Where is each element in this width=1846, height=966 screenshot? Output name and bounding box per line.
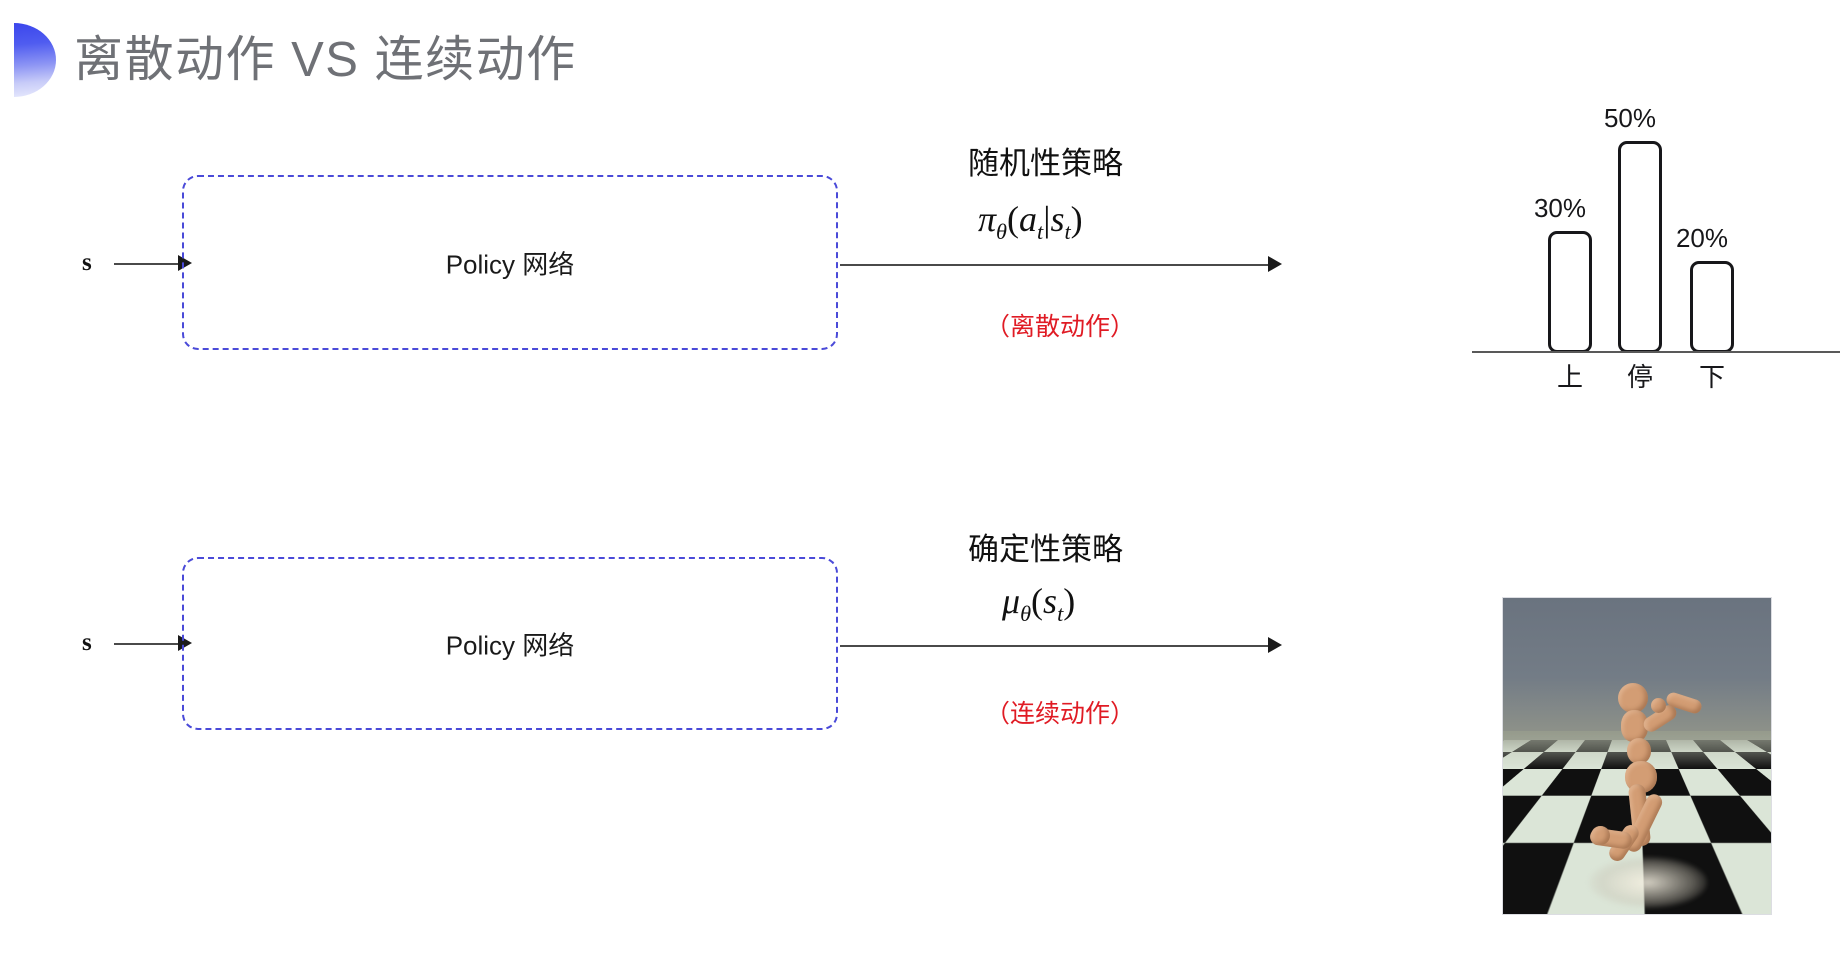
- mujoco-humanoid-render: [1502, 597, 1772, 915]
- output-arrow-line-continuous: [840, 645, 1276, 647]
- output-arrow-line-discrete: [840, 264, 1276, 266]
- bar-value-label-1: 50%: [1603, 103, 1657, 133]
- discrete-action-bar-chart: 30% 上 50% 停 20% 下: [1470, 95, 1840, 400]
- state-input-label-discrete: s: [82, 249, 92, 276]
- policy-formula-continuous: μθ(st): [1002, 580, 1075, 627]
- bar-1: [1618, 141, 1662, 353]
- humanoid-hand: [1651, 698, 1666, 713]
- formula-state-symbol: s: [1050, 199, 1065, 239]
- policy-network-label-discrete: Policy 网络: [445, 249, 575, 279]
- chart-baseline-axis: [1472, 351, 1840, 353]
- bar-0: [1548, 231, 1592, 353]
- formula-state-subscript-2: t: [1057, 601, 1064, 627]
- policy-formula-discrete: πθ(at|st): [978, 198, 1083, 245]
- formula-mu-symbol: μ: [1002, 581, 1021, 621]
- policy-network-box-discrete[interactable]: Policy 网络: [182, 175, 838, 350]
- bar-category-label-0: 上: [1556, 362, 1583, 392]
- formula-theta-subscript: θ: [996, 219, 1008, 245]
- bar-category-label-1: 停: [1626, 362, 1653, 392]
- bar-category-label-2: 下: [1698, 362, 1725, 392]
- bar-value-label-0: 30%: [1533, 193, 1587, 223]
- action-type-note-continuous: （连续动作）: [985, 700, 1136, 728]
- half-circle-gradient-icon: [14, 23, 56, 97]
- policy-network-box-continuous[interactable]: Policy 网络: [182, 557, 838, 730]
- formula-conditional-bar: |: [1043, 199, 1051, 239]
- policy-network-label-continuous: Policy 网络: [445, 630, 575, 660]
- output-arrow-head-discrete: [1268, 256, 1282, 272]
- action-type-note-discrete: （离散动作）: [985, 313, 1136, 341]
- formula-close-paren-2: ): [1063, 581, 1076, 621]
- input-arrow-line-discrete: [114, 263, 184, 265]
- formula-open-paren-2: (: [1031, 581, 1044, 621]
- state-input-label-continuous: s: [82, 629, 92, 656]
- formula-pi-symbol: π: [978, 199, 997, 239]
- bar-value-label-2: 20%: [1675, 223, 1729, 253]
- render-ground-reflection: [1588, 857, 1707, 908]
- formula-theta-subscript-2: θ: [1020, 601, 1032, 627]
- slide-title-block: 离散动作 VS 连续动作: [0, 20, 577, 100]
- formula-action-subscript: t: [1037, 219, 1044, 245]
- humanoid-lower-torso: [1627, 738, 1651, 764]
- output-arrow-head-continuous: [1268, 637, 1282, 653]
- input-arrow-head-continuous: [178, 635, 192, 651]
- formula-close-paren: ): [1070, 199, 1083, 239]
- slide-left-rail: [0, 0, 5, 966]
- formula-open-paren: (: [1007, 199, 1020, 239]
- input-arrow-line-continuous: [114, 643, 184, 645]
- humanoid-head: [1618, 683, 1648, 713]
- policy-type-label-continuous: 确定性策略: [968, 532, 1123, 567]
- formula-state-symbol-2: s: [1043, 581, 1058, 621]
- formula-state-subscript: t: [1064, 219, 1071, 245]
- input-arrow-head-discrete: [178, 255, 192, 271]
- humanoid-knee: [1591, 826, 1610, 845]
- formula-action-symbol: a: [1019, 199, 1038, 239]
- policy-type-label-discrete: 随机性策略: [968, 146, 1123, 181]
- bar-2: [1690, 261, 1734, 353]
- page-title: 离散动作 VS 连续动作: [74, 32, 577, 87]
